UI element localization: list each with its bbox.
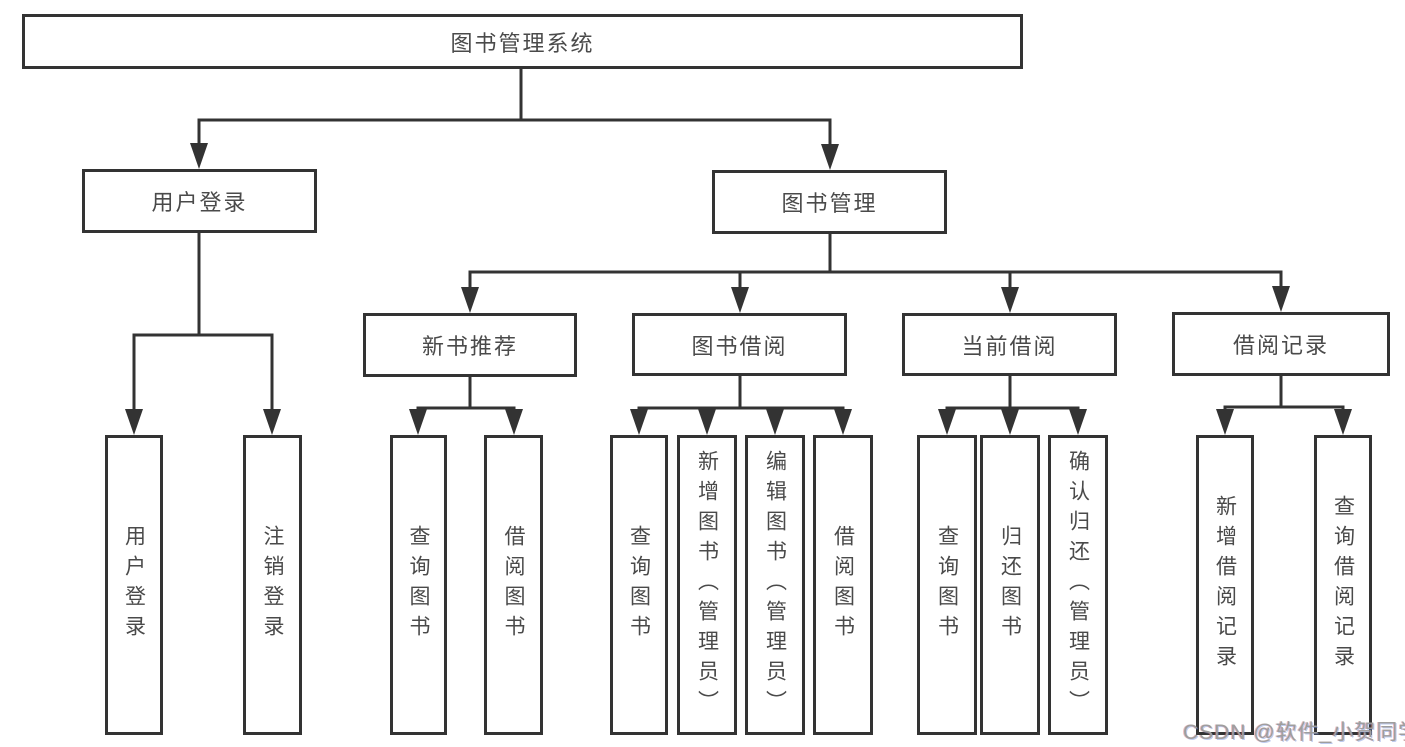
leaf-bb-add-books: 新增图书（管理员） (677, 435, 737, 735)
leaf-br-add-record: 新增借阅记录 (1196, 435, 1254, 735)
connector-new-book-rec-children (416, 377, 516, 411)
leaf-bb-add-books-label: 新增图书（管理员） (695, 450, 719, 720)
leaf-cb-return-books: 归还图书 (980, 435, 1040, 735)
node-root: 图书管理系统 (22, 14, 1023, 69)
leaf-bb-borrow-books: 借阅图书 (813, 435, 873, 735)
connector-book-management-children (468, 234, 1283, 289)
connector-book-borrowing-children (637, 376, 845, 411)
leaf-nbr-query-books: 查询图书 (390, 435, 447, 735)
leaf-bb-query-books-label: 查询图书 (627, 525, 651, 645)
leaf-cb-return-books-label: 归还图书 (998, 525, 1022, 645)
leaf-nbr-borrow-books: 借阅图书 (484, 435, 543, 735)
leaf-nbr-borrow-books-label: 借阅图书 (502, 525, 525, 645)
leaf-cb-query-books: 查询图书 (917, 435, 977, 735)
node-current-borrowing: 当前借阅 (902, 313, 1117, 376)
leaf-bb-edit-books: 编辑图书（管理员） (745, 435, 805, 735)
node-new-book-recommendation: 新书推荐 (363, 313, 577, 377)
node-book-management: 图书管理 (712, 170, 947, 234)
csdn-watermark: CSDN @软件_小贺同学 (1183, 721, 1405, 744)
node-user-login: 用户登录 (82, 169, 317, 233)
connector-current-borrowing-children (945, 376, 1080, 411)
leaf-cb-confirm-return-label: 确认归还（管理员） (1066, 450, 1090, 720)
leaf-bb-query-books: 查询图书 (610, 435, 668, 735)
leaf-logout: 注销登录 (243, 435, 302, 735)
leaf-logout-label: 注销登录 (261, 525, 284, 645)
node-borrowing-records: 借阅记录 (1172, 312, 1390, 376)
leaf-br-query-record-label: 查询借阅记录 (1331, 495, 1355, 675)
leaf-nbr-query-books-label: 查询图书 (407, 525, 430, 645)
leaf-bb-edit-books-label: 编辑图书（管理员） (763, 450, 787, 720)
connector-borrowing-records-children (1223, 376, 1345, 411)
leaf-br-query-record: 查询借阅记录 (1314, 435, 1372, 735)
connector-root-to-level2 (197, 69, 832, 147)
node-book-borrowing: 图书借阅 (632, 313, 847, 376)
leaf-br-add-record-label: 新增借阅记录 (1213, 495, 1237, 675)
leaf-user-login: 用户登录 (105, 435, 163, 735)
leaf-cb-query-books-label: 查询图书 (935, 525, 959, 645)
connector-user-login-children (132, 233, 274, 411)
leaf-cb-confirm-return: 确认归还（管理员） (1048, 435, 1108, 735)
arrowheads (125, 143, 1352, 435)
leaf-user-login-label: 用户登录 (122, 525, 146, 645)
leaf-bb-borrow-books-label: 借阅图书 (831, 525, 855, 645)
